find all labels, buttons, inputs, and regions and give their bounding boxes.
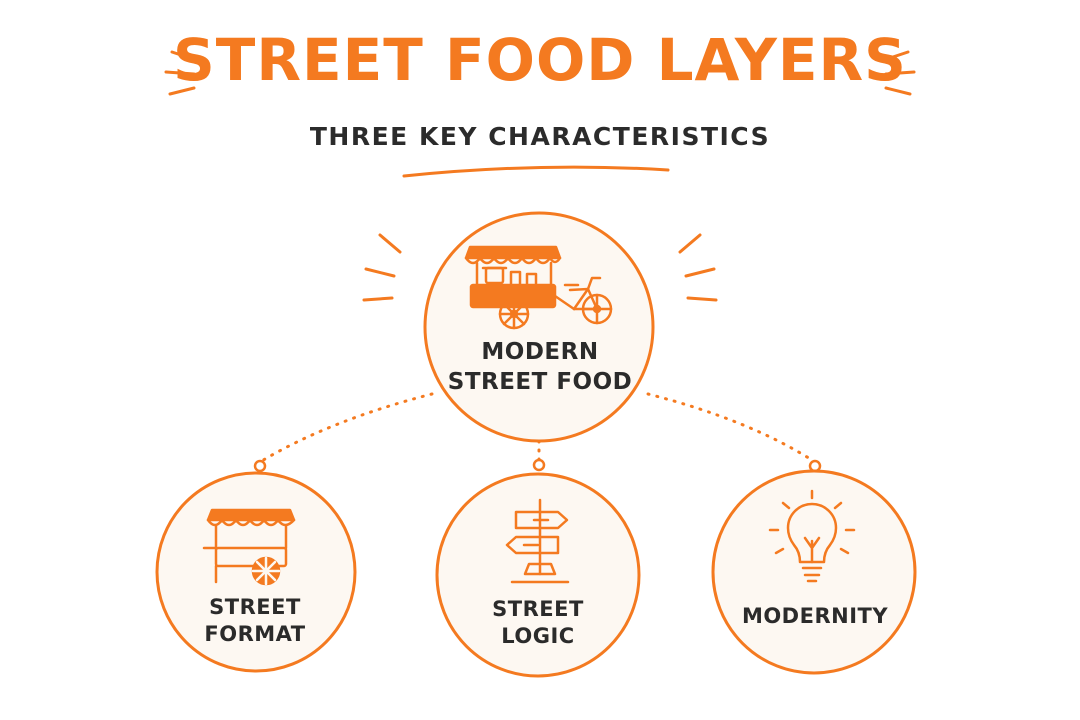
modernity-node-circle <box>711 469 917 675</box>
joint-modernity <box>808 459 822 473</box>
title-spark-right <box>882 50 916 96</box>
page-subtitle: THREE KEY CHARACTERISTICS <box>309 122 771 151</box>
format-node-label-line1: STREET <box>209 595 301 619</box>
main-node-label-line2: STREET FOOD <box>447 368 633 395</box>
connector-lines <box>258 392 817 472</box>
food-cart-bicycle-icon <box>464 245 613 330</box>
modernity-node-label: MODERNITY <box>715 603 915 630</box>
connector-joints <box>253 458 822 473</box>
main-node-label-line1: MODERN <box>481 339 599 365</box>
page-title: STREET FOOD LAYERS <box>173 26 907 94</box>
logic-node-label-line1: STREET <box>492 597 584 621</box>
street-cart-icon <box>202 508 296 586</box>
connector-main-to-modernity <box>646 392 817 464</box>
emphasis-marks-right <box>678 233 718 302</box>
emphasis-marks-left <box>362 233 402 302</box>
format-node-label: STREET FORMAT <box>155 594 355 649</box>
lightbulb-icon <box>768 489 856 583</box>
main-node-label: MODERN STREET FOOD <box>415 338 665 398</box>
connector-main-to-format <box>258 392 434 464</box>
logic-node-label-line2: LOGIC <box>501 624 575 649</box>
signpost-icon <box>505 498 570 584</box>
joint-logic <box>532 458 546 472</box>
format-node-label-line2: FORMAT <box>204 622 306 647</box>
logic-node-label: STREET LOGIC <box>438 596 638 651</box>
title-spark-left <box>164 50 198 96</box>
subtitle-underline <box>402 165 670 178</box>
main-node-circle <box>423 211 655 443</box>
joint-format <box>253 459 267 473</box>
modernity-node-label-text: MODERNITY <box>741 604 889 628</box>
